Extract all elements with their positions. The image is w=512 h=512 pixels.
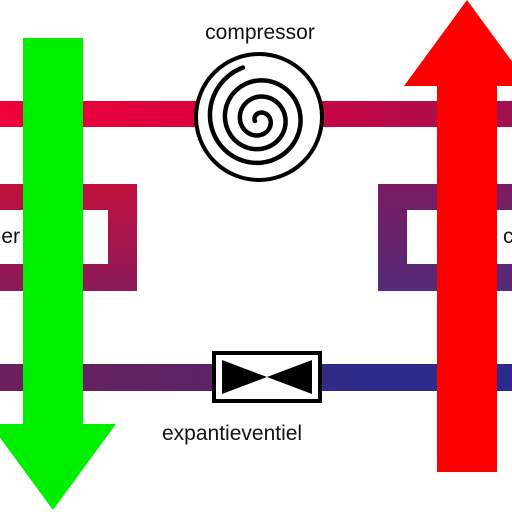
- left-exchanger-label: er: [0, 226, 20, 247]
- cold-flow-arrow: [0, 38, 116, 510]
- right-exchanger-label: c: [503, 226, 512, 247]
- hot-flow-arrow: [404, 0, 512, 472]
- expansion-valve-label: expantieventiel: [162, 422, 303, 445]
- bowtie-valve-icon: [212, 351, 322, 403]
- compressor-label: compressor: [205, 21, 315, 44]
- left-exchanger-label-text: er: [1, 226, 20, 247]
- spiral-icon: [194, 52, 324, 182]
